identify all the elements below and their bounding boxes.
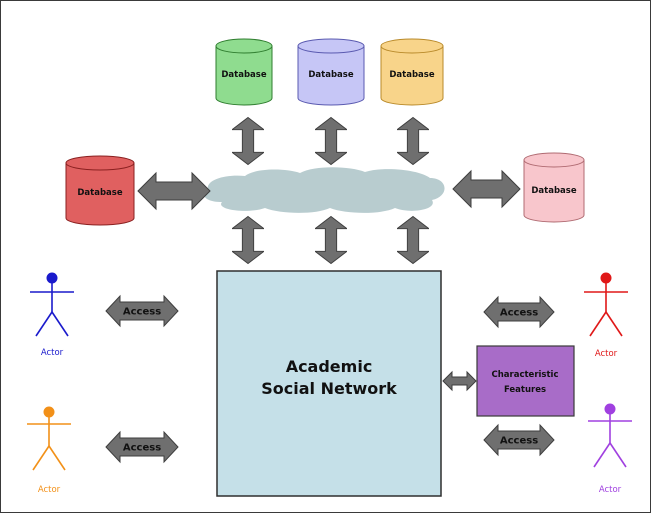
access-arrow-top-left: Access [105,294,179,328]
arrow-db-top-right-cloud [397,116,429,166]
database-left: Database [65,155,135,226]
network-title-line1: Academic [286,357,373,376]
access-arrow-shape [483,423,555,457]
arrow-db-top-left-cloud [232,116,264,166]
actor-label: Actor [595,349,618,359]
database-label: Database [531,186,576,196]
database-cylinder-top [215,38,273,54]
database-top-left: Database [215,38,273,106]
cloud [204,167,445,213]
actor-icon [27,406,71,471]
database-cylinder [523,159,585,223]
actor-icon [30,272,74,337]
features-line1: Characteristic [492,370,559,380]
features-box [476,345,575,417]
cloud-shape [204,167,445,213]
access-label: Access [123,443,161,454]
database-label: Database [308,70,353,80]
features-line2: Features [504,385,546,395]
actor-bottom-right: Actor [588,403,632,495]
access-label: Access [123,307,161,318]
access-arrow-top-right: Access [483,295,555,329]
arrow-cloud-db-right [452,169,521,209]
database-cylinder-top [297,38,365,54]
actor-icon [584,272,628,337]
database-cylinder-top [380,38,444,54]
actor-label: Actor [38,485,61,495]
access-arrow-bottom-right: Access [483,423,555,457]
database-cylinder [380,45,444,106]
characteristic-features: Characteristic Features [476,345,575,417]
academic-social-network: Academic Social Network [216,270,442,497]
arrow-db-top-center-cloud [315,116,347,166]
database-top-center: Database [297,38,365,106]
database-top-right: Database [380,38,444,106]
access-label: Access [500,308,538,319]
network-box [216,270,442,497]
access-arrow-shape [105,430,179,464]
access-arrow-shape [483,295,555,329]
actor-top-left: Actor [30,272,74,358]
database-cylinder-top [523,152,585,168]
actor-label: Actor [599,485,622,495]
database-cylinder [215,45,273,106]
actor-bottom-left: Actor [27,406,71,495]
network-title-line2: Social Network [261,379,397,398]
database-label: Database [389,70,434,80]
arrow-cloud-network-3 [397,215,429,265]
bottom-arrows [232,215,429,265]
arrow-db-left-cloud [137,171,211,211]
database-label: Database [221,70,266,80]
database-cylinder [297,45,365,106]
arrow-cloud-network-2 [315,215,347,265]
database-cylinder [65,162,135,226]
actor-icon [588,403,632,468]
access-label: Access [500,436,538,447]
actor-label: Actor [41,348,64,358]
database-label: Database [77,188,122,198]
actor-top-right: Actor [584,272,628,359]
database-cylinder-top [65,155,135,171]
database-right: Database [523,152,585,223]
side-arrows [137,169,521,211]
arrow-cloud-network-1 [232,215,264,265]
top-arrows [232,116,429,166]
access-arrow-shape [105,294,179,328]
access-arrow-bottom-left: Access [105,430,179,464]
arrow-network-features [442,370,477,392]
